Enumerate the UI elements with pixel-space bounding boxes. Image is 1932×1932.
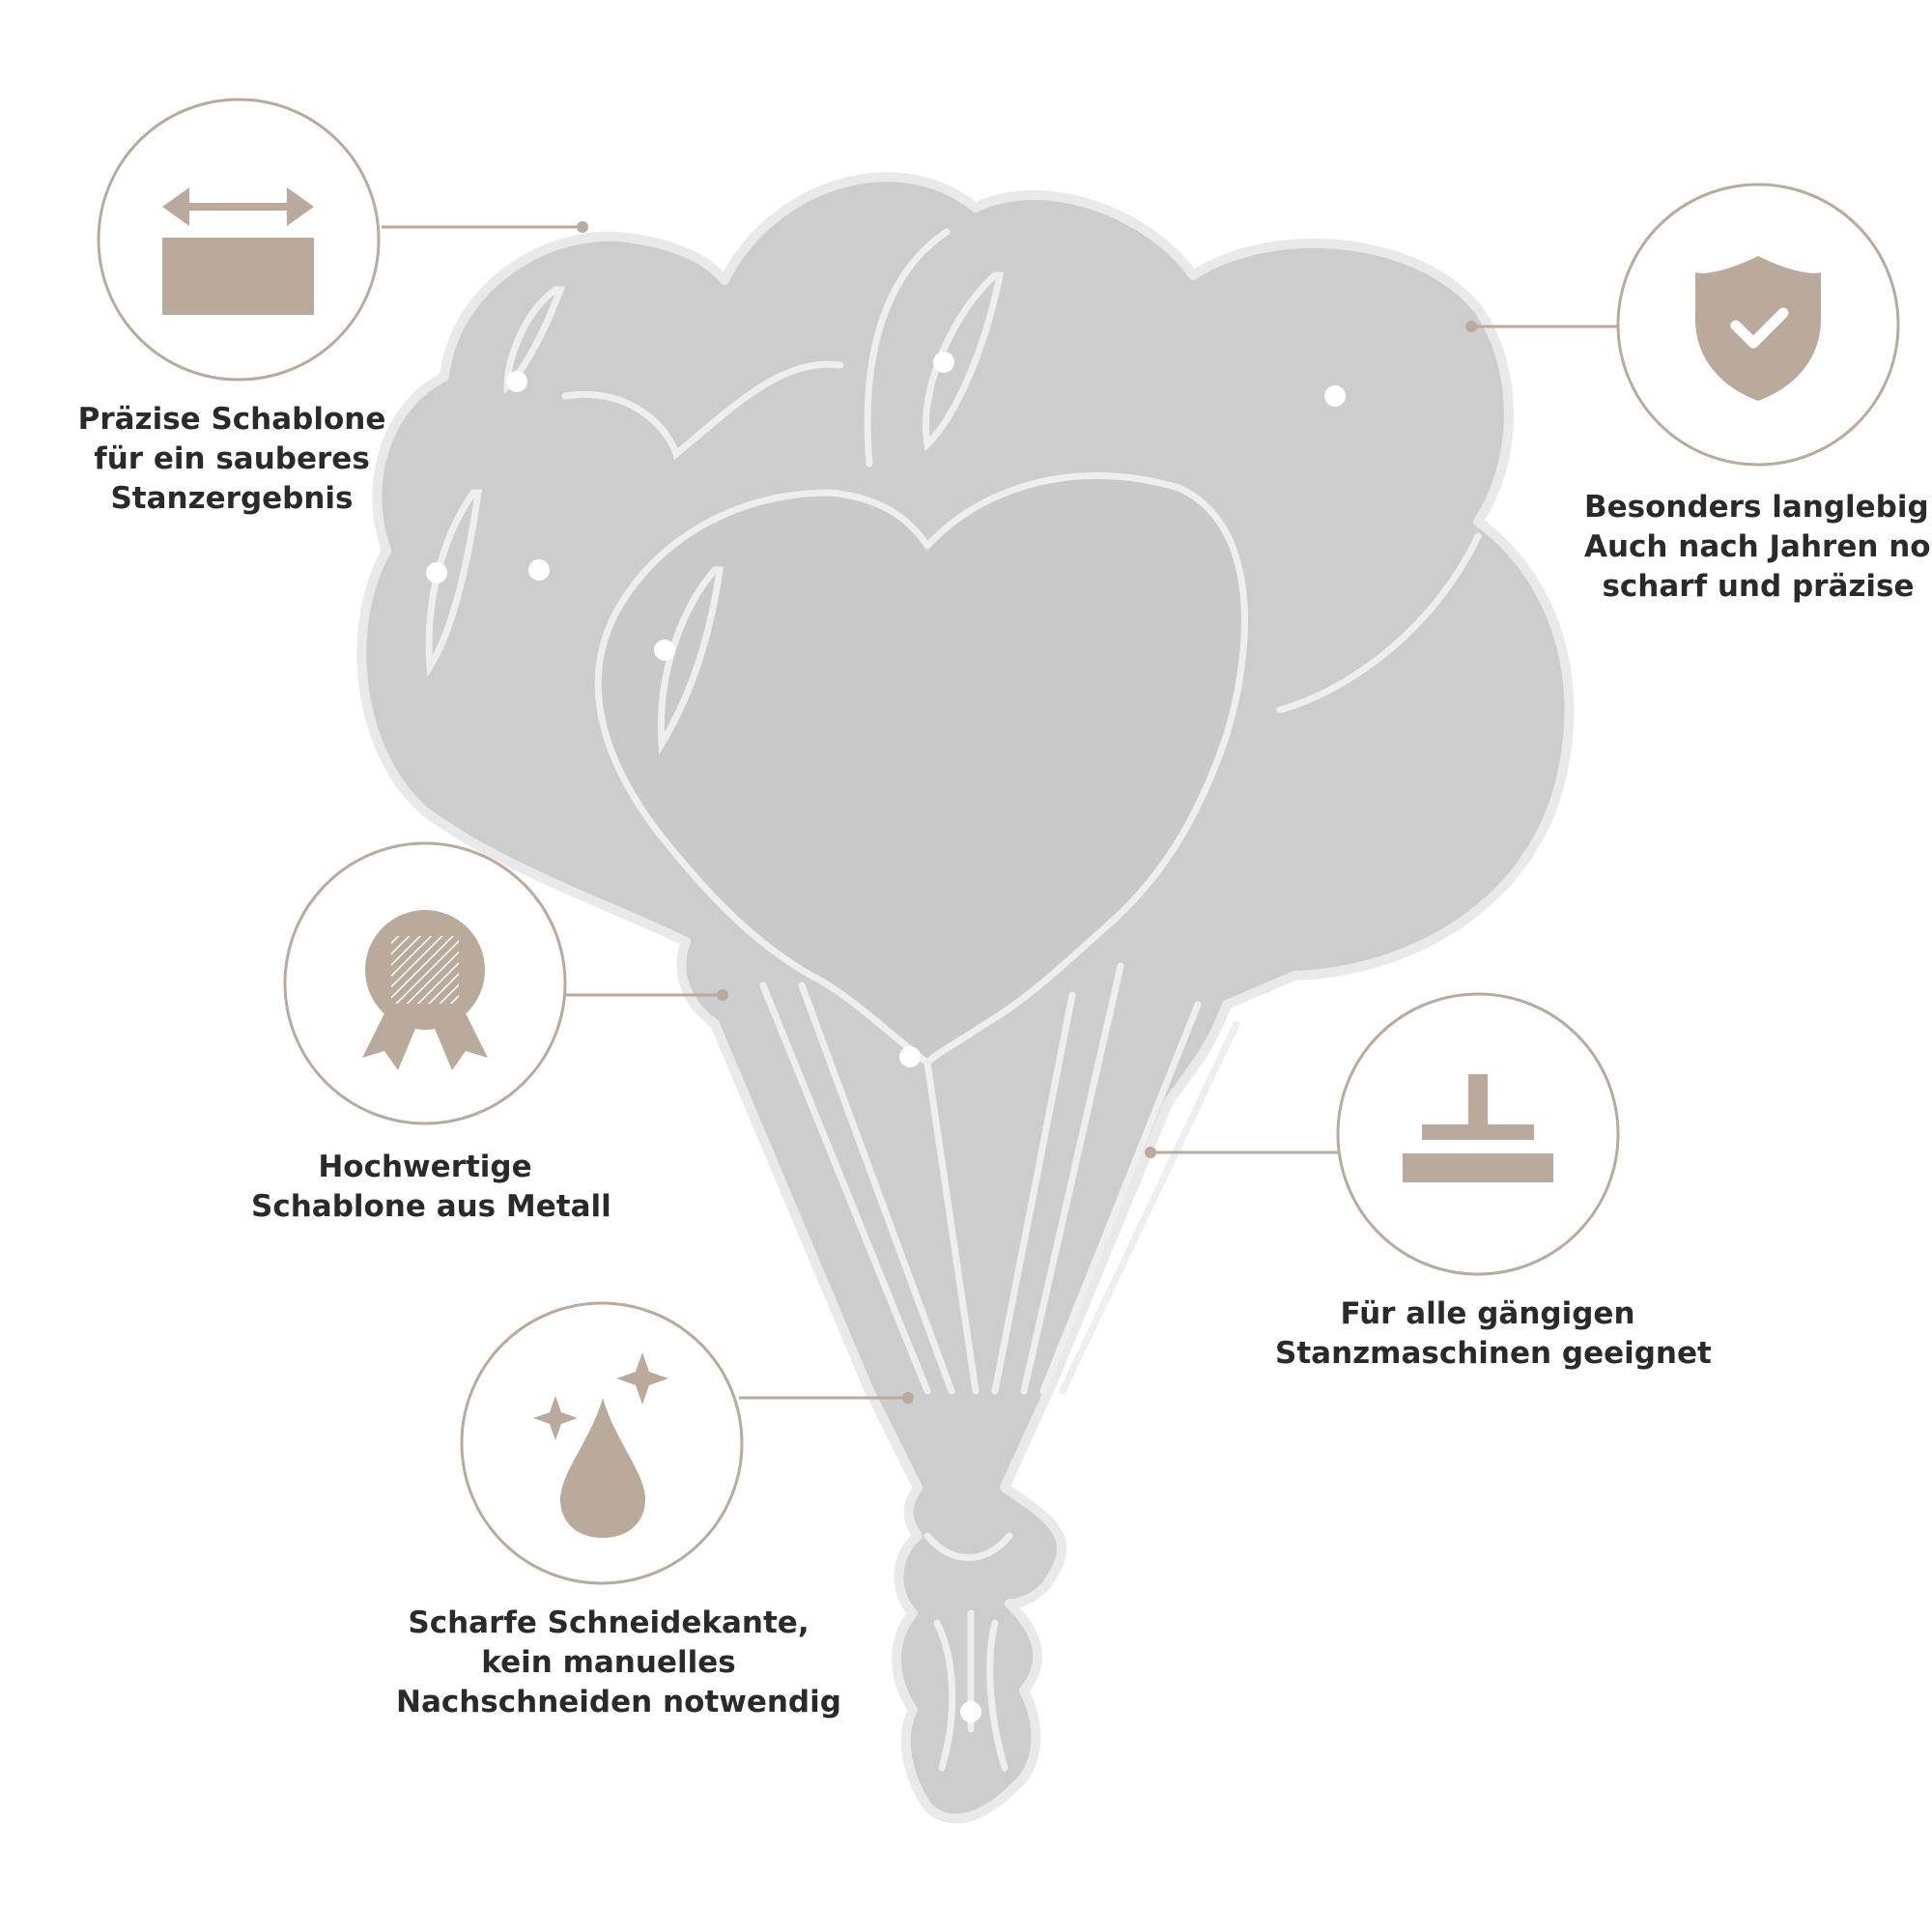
feature-label-line: für ein sauberes	[94, 441, 370, 476]
balloon-front-highlight	[657, 566, 724, 755]
feature-label-line: Schablone aus Metall	[251, 1189, 611, 1224]
medal-icon	[362, 910, 488, 1070]
feature-label-line: Auch nach Jahren noch	[1584, 529, 1932, 564]
shield-check-icon	[1695, 256, 1821, 401]
feature-label-line: Nachschneiden notwendig	[396, 1685, 841, 1719]
connector-lines	[382, 221, 1618, 1404]
balloon-left-highlight-1	[503, 286, 566, 395]
balloon-knot	[923, 1532, 1013, 1772]
press-stamp-icon	[1403, 1074, 1553, 1182]
feature-label-line: Stanzmaschinen geeignet	[1275, 1336, 1712, 1371]
feature-circle-precise	[97, 98, 381, 382]
balloon-strings	[759, 962, 1240, 1395]
feature-label-line: Scharfe Schneidekante,	[408, 1605, 810, 1640]
feature-label-line: Für alle gängigen	[1340, 1296, 1635, 1331]
balloon-left-lower-highlight	[425, 489, 483, 677]
balloon-back-outline	[864, 228, 951, 468]
feature-label-line: scharf und präzise	[1602, 569, 1915, 604]
die-pin-holes	[426, 352, 1346, 1722]
feature-label-line: Hochwertige	[318, 1150, 532, 1184]
feature-label-line: Besonders langlebig:	[1584, 490, 1932, 525]
feature-label-metal: Hochwertige Schablone aus Metall	[251, 1148, 611, 1227]
balloon-left-top	[561, 360, 844, 460]
sparkle-drop-icon	[533, 1352, 668, 1538]
balloon-cutting-die	[356, 172, 1575, 1824]
feature-circle-machines	[1336, 992, 1620, 1276]
feature-label-line: Präzise Schablone	[77, 402, 386, 437]
feature-label-edge: Scharfe Schneidekante, kein manuelles Na…	[396, 1604, 841, 1722]
feature-circle-edge	[460, 1301, 744, 1585]
feature-label-machines: Für alle gängigen Stanzmaschinen geeigne…	[1275, 1294, 1712, 1374]
feature-label-precise: Präzise Schablone für ein sauberes Stanz…	[72, 400, 391, 519]
feature-circle-metal	[283, 841, 567, 1125]
feature-label-line: Stanzergebnis	[110, 481, 354, 516]
feature-label-line: kein manuelles	[481, 1645, 736, 1680]
width-arrow-icon	[162, 187, 314, 315]
feature-circle-durable	[1616, 183, 1900, 467]
feature-label-durable: Besonders langlebig: Auch nach Jahren no…	[1584, 488, 1932, 607]
balloon-back-highlight	[923, 271, 1005, 452]
balloon-right-outline	[1276, 532, 1482, 714]
